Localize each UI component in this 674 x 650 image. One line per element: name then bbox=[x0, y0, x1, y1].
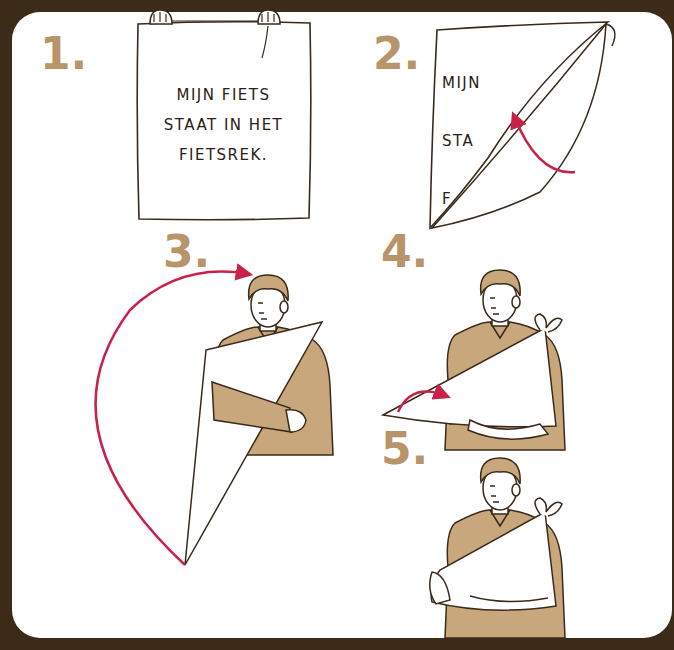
cloth-sheet: MIJN FIETS STAAT IN HET FIETSREK. bbox=[136, 20, 312, 222]
step-number: 3. bbox=[163, 228, 210, 276]
handwritten-text: MIJN FIETS STAAT IN HET FIETSREK. bbox=[151, 80, 296, 170]
cloth-outline-path bbox=[430, 22, 608, 228]
cloth-outline-path bbox=[137, 22, 311, 220]
sling-line bbox=[470, 596, 548, 602]
hand bbox=[286, 410, 306, 432]
forearm bbox=[212, 382, 292, 432]
triangle-cloth bbox=[185, 322, 322, 565]
motion-arrow bbox=[398, 392, 446, 412]
knot bbox=[535, 498, 562, 516]
cloth-outline bbox=[428, 18, 613, 233]
motion-arrow bbox=[514, 116, 575, 172]
motion-arrow bbox=[96, 272, 248, 565]
step-number: 1. bbox=[40, 30, 87, 78]
step-number: 2. bbox=[373, 30, 420, 78]
white-panel bbox=[12, 12, 672, 638]
triangle-cloth bbox=[383, 328, 556, 427]
step-number: 4. bbox=[381, 228, 428, 276]
handwritten-text: MIJN STA F bbox=[442, 54, 486, 228]
finger-lines bbox=[262, 12, 274, 22]
knot bbox=[535, 314, 562, 332]
folded-cloth: MIJN STA F bbox=[428, 18, 613, 233]
finger-lines bbox=[154, 12, 166, 22]
hand bbox=[468, 420, 548, 439]
step-number: 5. bbox=[381, 425, 428, 473]
flap-curl bbox=[606, 24, 615, 46]
hand bbox=[150, 10, 172, 24]
sling-fold bbox=[430, 572, 450, 604]
